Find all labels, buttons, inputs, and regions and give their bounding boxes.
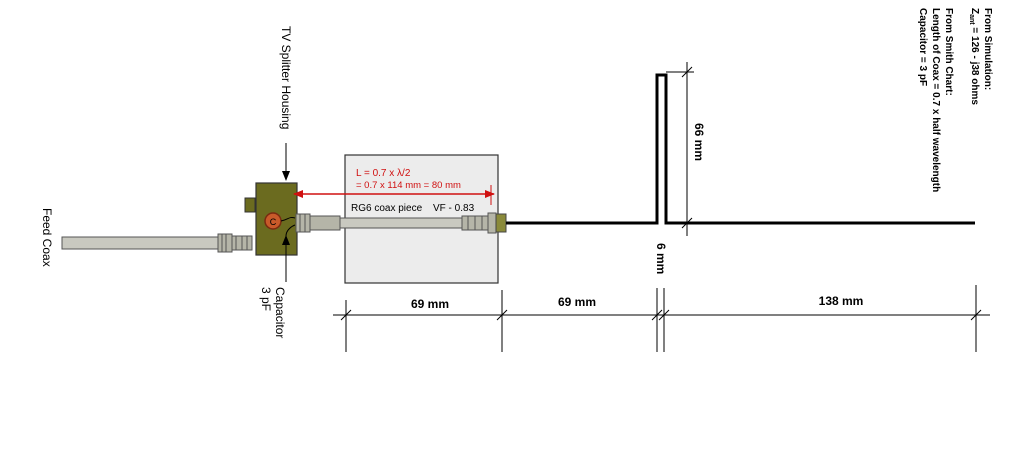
- stub-height-dimension: [666, 62, 694, 236]
- coax-piece-label: RG6 coax piece: [351, 203, 423, 214]
- dimension-seg3: 138 mm: [819, 294, 864, 308]
- dimension-stub-height: 66 mm: [692, 123, 706, 161]
- splitter-housing: C: [244, 182, 298, 256]
- dimension-seg1: 69 mm: [411, 297, 449, 311]
- capacitor-symbol: C: [270, 217, 277, 227]
- note-smith-heading: From Smith Chart:: [943, 8, 954, 96]
- feed-coax-cable: [61, 233, 253, 253]
- dimension-gap: 6 mm: [654, 243, 668, 274]
- capacitor-value-label: 3 pF: [259, 287, 273, 311]
- capacitor-label: Capacitor: [273, 287, 287, 338]
- length-formula-1: L = 0.7 x λ/2: [356, 168, 411, 179]
- antenna-wire: [506, 73, 975, 225]
- splitter-housing-label: TV Splitter Housing: [279, 26, 293, 129]
- dimension-seg2: 69 mm: [558, 295, 596, 309]
- note-impedance: Zant = 126 - j38 ohms: [968, 8, 980, 105]
- design-notes: From Simulation: Zant = 126 - j38 ohms F…: [917, 8, 993, 192]
- length-formula-2: = 0.7 x 114 mm = 80 mm: [356, 180, 461, 191]
- horizontal-dimensions: [333, 285, 990, 352]
- feed-coax-label: Feed Coax: [40, 208, 54, 267]
- note-coax-length: Length of Coax = 0.7 x half wavelength: [930, 8, 941, 192]
- note-simulation-heading: From Simulation:: [982, 8, 993, 90]
- velocity-factor-label: VF - 0.83: [433, 203, 475, 214]
- note-capacitor: Capacitor = 3 pF: [917, 8, 928, 86]
